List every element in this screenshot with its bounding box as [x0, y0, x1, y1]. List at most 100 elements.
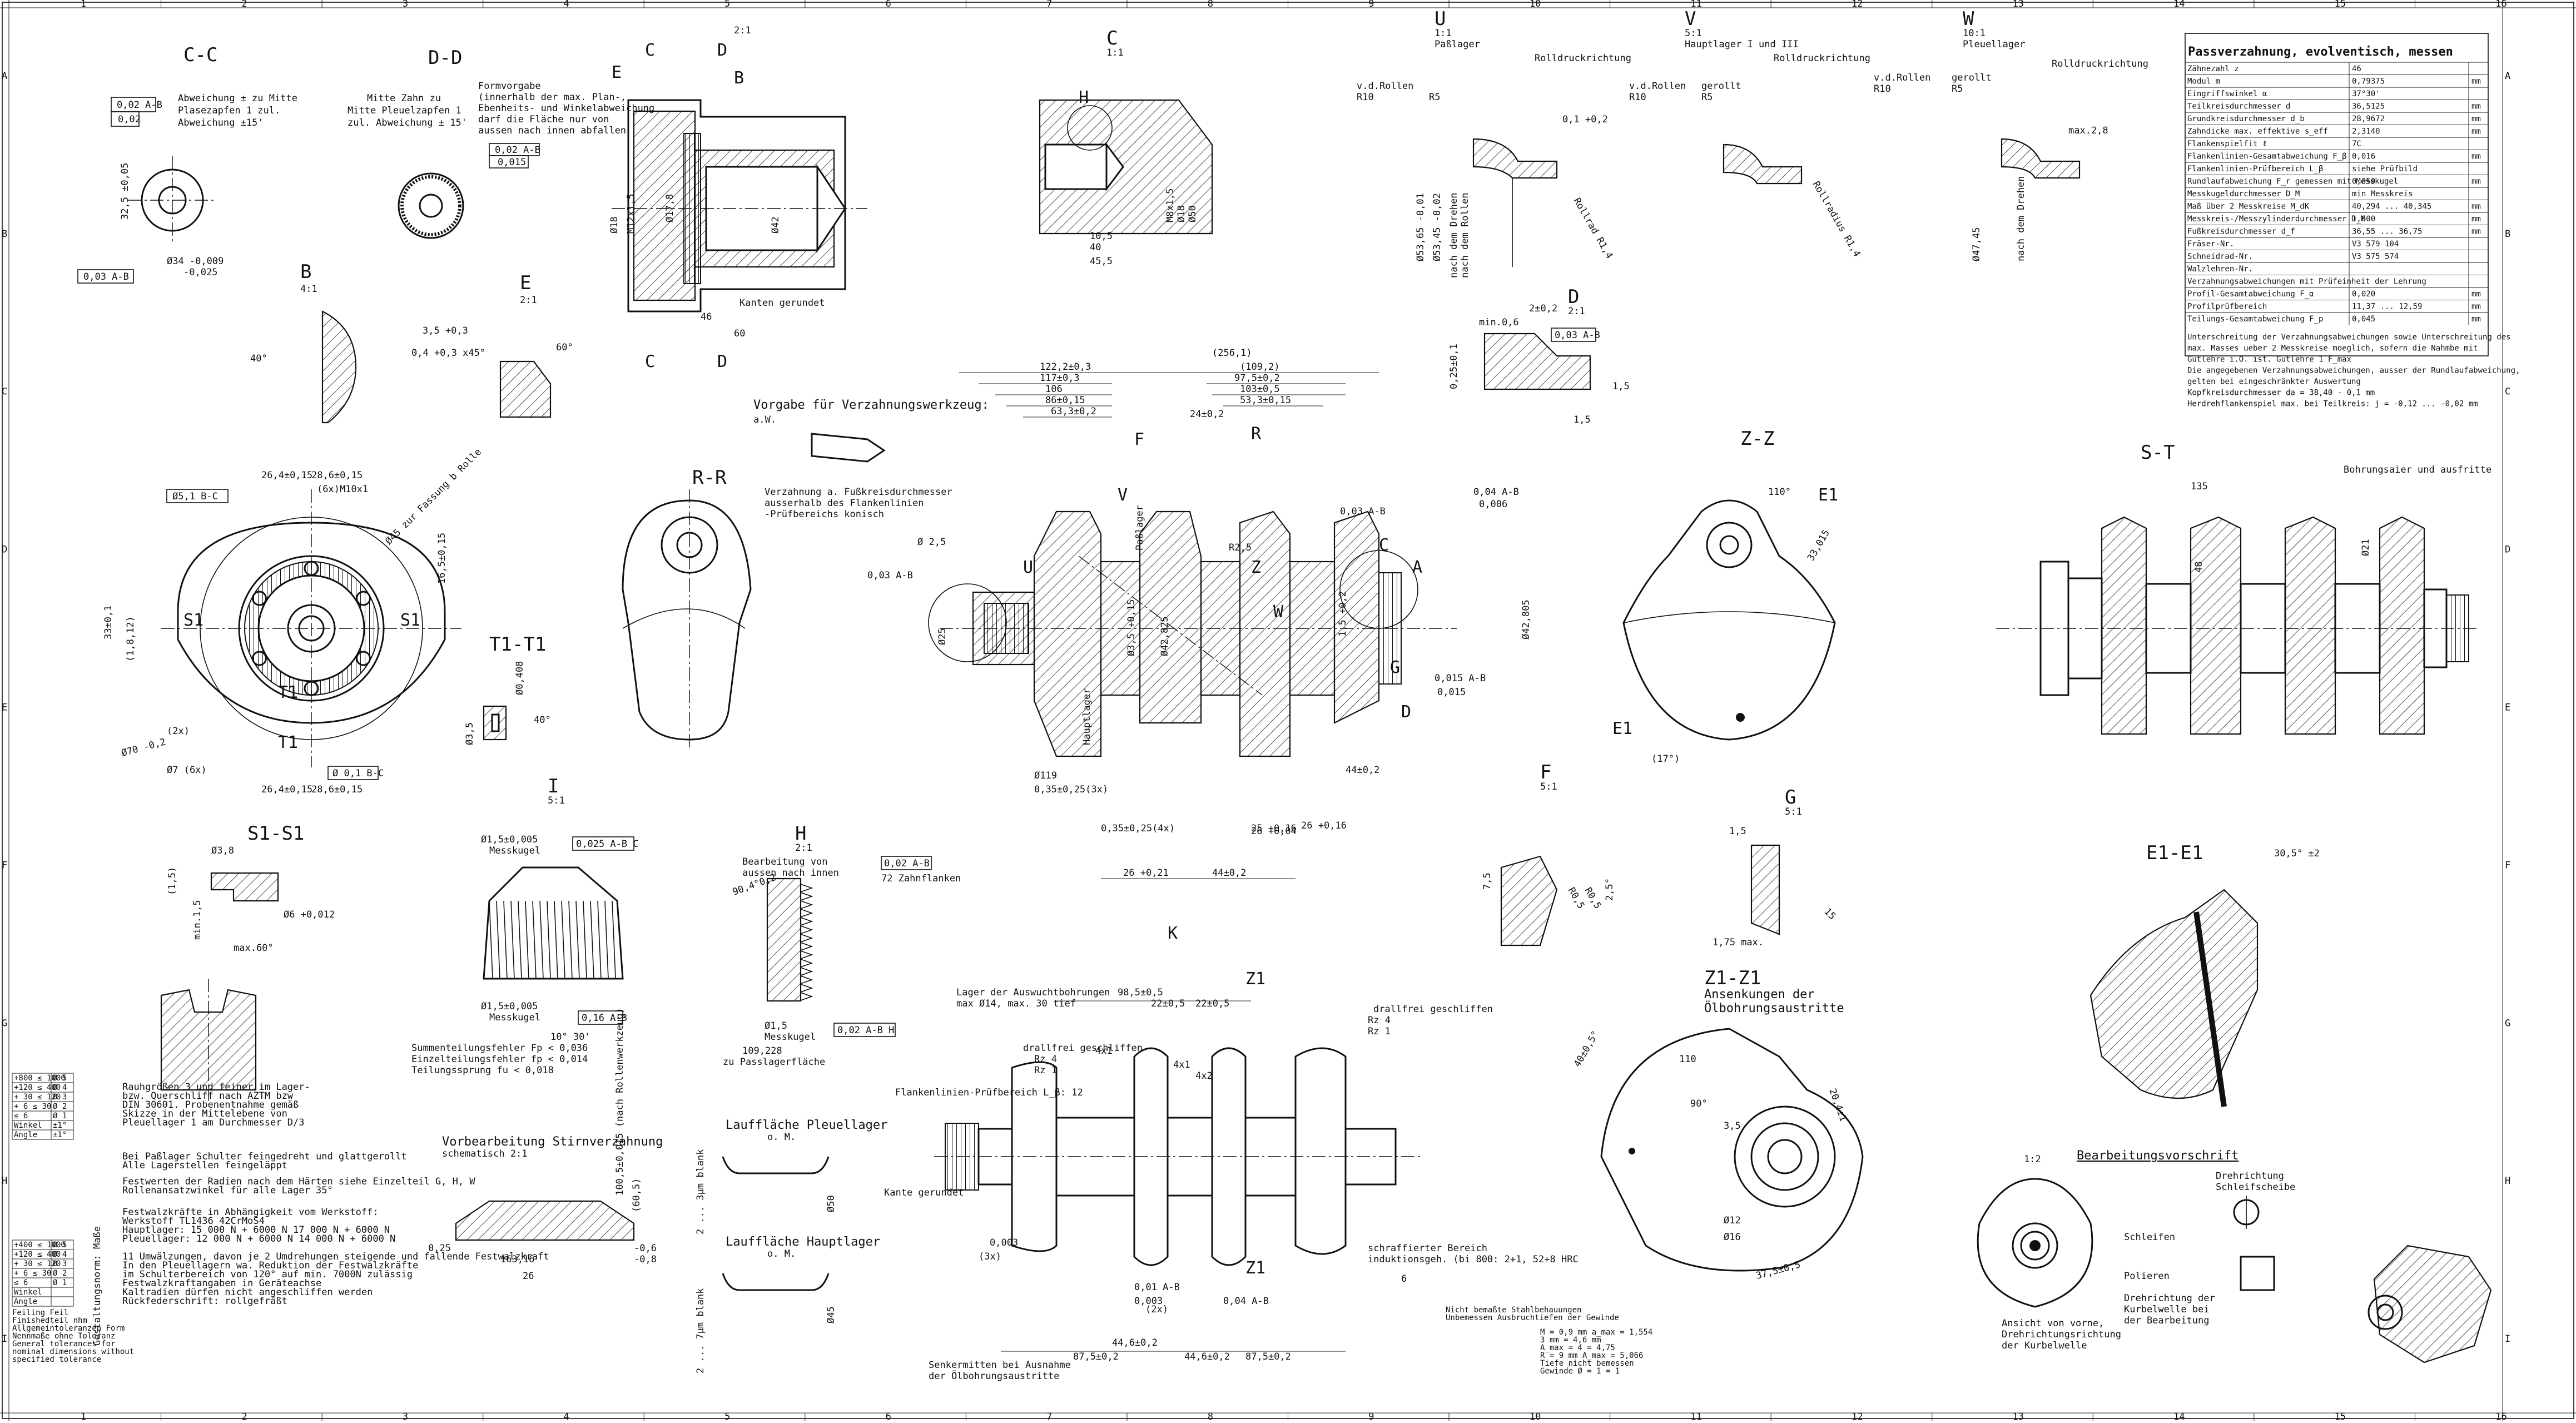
front-label-14: 26,4±0,15 — [261, 784, 312, 795]
gear-table-note: Unterschreitung der Verzahnungsabweichun… — [2187, 333, 2511, 342]
gear-table-note: Die angegebenen Verzahnungsabweichungen,… — [2187, 366, 2520, 375]
frame-col-bottom-10: 10 — [1530, 1411, 1541, 1421]
tolerance-range: +120 ≤ 400 — [14, 1250, 61, 1259]
general-note-line: Festwalzkraftangaben in Geräteachse — [122, 1278, 321, 1289]
section-z1z1-label-3: 3,5 — [1724, 1120, 1741, 1132]
section-z1z1-sub2: Ölbohrungsaustritte — [1704, 1001, 1844, 1015]
gear-table-row: Walzlehren-Nr. — [2185, 262, 2488, 274]
section-zz-label-1: 110° — [1768, 487, 1791, 498]
front-label-7: (1,8,12) — [125, 616, 136, 662]
frame-col-top-1: 1 — [81, 0, 86, 9]
view-f-label-2: R0,5 — [1582, 886, 1604, 911]
view-d-label-4: 1,5 — [1574, 414, 1591, 425]
gear-row-label: Verzahnungsabweichungen mit Prüfeinheit … — [2187, 277, 2426, 286]
small-note-line: M = 0,9 mm a_max = 1,554 — [1540, 1328, 1652, 1337]
section-z1z1-label-0: 40±0,5° — [1572, 1029, 1601, 1069]
frame-col-bottom-15: 15 — [2335, 1411, 2346, 1421]
view-i-teeth — [489, 900, 616, 979]
general-note-line: Rauhgrößen 3 und feiner im Lager- — [122, 1082, 310, 1093]
section-s1-label-4: (1,5) — [167, 867, 178, 895]
view-f-title: F — [1540, 761, 1551, 784]
gear-row-label: Zahndicke max. effektive s_eff — [2187, 127, 2328, 136]
crank-nose-e-marker: E — [612, 63, 622, 82]
gear-row-label: Walzlehren-Nr. — [2187, 265, 2253, 274]
gear-row-value: 0,020 — [2352, 290, 2375, 299]
machining-scale: 1:2 — [2024, 1154, 2041, 1165]
crank-dim-label: (109,2) — [1240, 361, 1280, 373]
bearing-label-0: Ø50 — [826, 1195, 837, 1212]
crank-dim-label: Ø25 — [937, 628, 948, 645]
gear-table-note: Kopfkreisdurchmesser da = 38,40 - 0,1 mm — [2187, 389, 2375, 398]
gear-row-unit: mm — [2471, 290, 2481, 299]
gear-row-value: 1,600 — [2352, 215, 2375, 224]
tolerance-range: Angle — [14, 1297, 37, 1306]
crank-nose-label-2: Ebenheits- und Winkelabweichung — [478, 103, 654, 114]
frame-col-bottom-2: 2 — [241, 1411, 247, 1421]
general-note-line: Skizze in der Mittelebene von — [122, 1108, 287, 1119]
detail-e-label-2: 60° — [556, 342, 573, 353]
frame-row-right-B: B — [2505, 229, 2510, 240]
frame-row-right-A: A — [2505, 71, 2510, 82]
crank-nose-d-marker-bottom: D — [717, 352, 727, 371]
gear-row-value: 36,55 ... 36,75 — [2352, 227, 2422, 236]
frame-column-markers: 1122334455667788991010111112121313141415… — [81, 0, 2507, 1422]
view-h-label-9: zu Passlagerfläche — [723, 1057, 825, 1068]
small-note-line: Unbemessen Ausbruchtiefen der Gewinde — [1446, 1313, 1619, 1322]
gear-row-label: Maß über 2 Messkreise M_dK — [2187, 202, 2310, 211]
frame-row-right-H: H — [2505, 1176, 2510, 1187]
crank-dim-label: 1,5 +0,2 — [1337, 591, 1348, 637]
view-i-title: I — [548, 775, 559, 797]
section-zz-label-3: (17°) — [1651, 753, 1680, 765]
frame-col-top-7: 7 — [1046, 0, 1052, 9]
view-i-label-0: Ø1,5±0,005 — [481, 834, 538, 845]
gear-table-row: Schneidrad-Nr.V3 575 574 — [2185, 250, 2488, 261]
tolerance-footer-line: Allgemeintoleranzen Form — [12, 1324, 125, 1333]
section-z1z1-label-5: Ø12 — [1724, 1215, 1741, 1226]
view-v-label-1: v.d.Rollen — [1629, 81, 1686, 92]
gear-row-label: Flankenspielfit ℓ — [2187, 140, 2267, 148]
tolerance-value: ±1° — [53, 1131, 67, 1139]
section-z1z1-label-7: 37,5±0,5 — [1755, 1259, 1801, 1282]
view-v-label-0: Rolldruckrichtung — [1774, 53, 1870, 64]
detail-e-scale: 2:1 — [520, 295, 537, 306]
gear-row-value: 36,5125 — [2352, 102, 2385, 111]
front-label-13: Ø70 -0,2 — [120, 736, 167, 759]
detail-b-title: B — [300, 261, 311, 283]
section-marker-D: D — [1401, 702, 1411, 722]
view-h-label-5: Ø1,5 — [765, 1020, 787, 1032]
view-h-title: H — [795, 822, 806, 845]
bottom-crank-label: (2x) — [1145, 1304, 1168, 1315]
pre-machining-label-3: (60,5) — [631, 1178, 642, 1212]
section-st-label-0: Bohrungsaier und ausfritte — [2344, 464, 2491, 475]
gear-table-note: Gutlehre i.O. ist. Gutlehre 1 F_max — [2187, 355, 2351, 364]
gear-row-unit: mm — [2471, 77, 2481, 86]
general-note-line: In den Pleuellagern wa. Reduktion der Fe… — [122, 1260, 418, 1271]
section-cc-label-6: -0,025 — [183, 267, 217, 278]
frame-row-left-I: I — [2, 1333, 7, 1345]
front-label-5: 16,5±0,15 — [436, 533, 448, 584]
crank-dim-label: 26 +0,16 — [1301, 820, 1347, 831]
tolerance-footer-line: Nennmaße ohne Toleranz — [12, 1332, 115, 1341]
bottom-crank-label: Lager der Auswuchtbohrungen — [956, 987, 1110, 998]
section-marker-C: C — [1379, 536, 1389, 555]
gear-row-value: 0,050 — [2352, 177, 2375, 186]
pre-machining-label-4: -0,6 — [634, 1243, 657, 1254]
section-t1-label-0: Ø0,408 — [514, 661, 525, 695]
gear-row-label: Flankenlinien-Prüfbereich L_β — [2187, 165, 2323, 173]
general-note-line: Alle Lagerstellen feingeläppt — [122, 1160, 287, 1171]
bottom-crank-label: Rz 4 — [1034, 1054, 1057, 1065]
gear-table-row: Messkreis-/Messzylinderdurchmesser D_M1,… — [2185, 212, 2488, 224]
view-u-label-6: Ø53,65 -0,01 — [1415, 193, 1426, 261]
crank-dim-label: Ø42,805 — [1521, 599, 1532, 639]
tolerance-value: Ø 5 — [53, 1074, 67, 1083]
gear-table-row: Rundlaufabweichung F_r gemessen mit Mess… — [2185, 175, 2488, 186]
detail-b: B 4:1 40° — [250, 261, 357, 424]
section-s1-title: S1-S1 — [247, 822, 304, 845]
